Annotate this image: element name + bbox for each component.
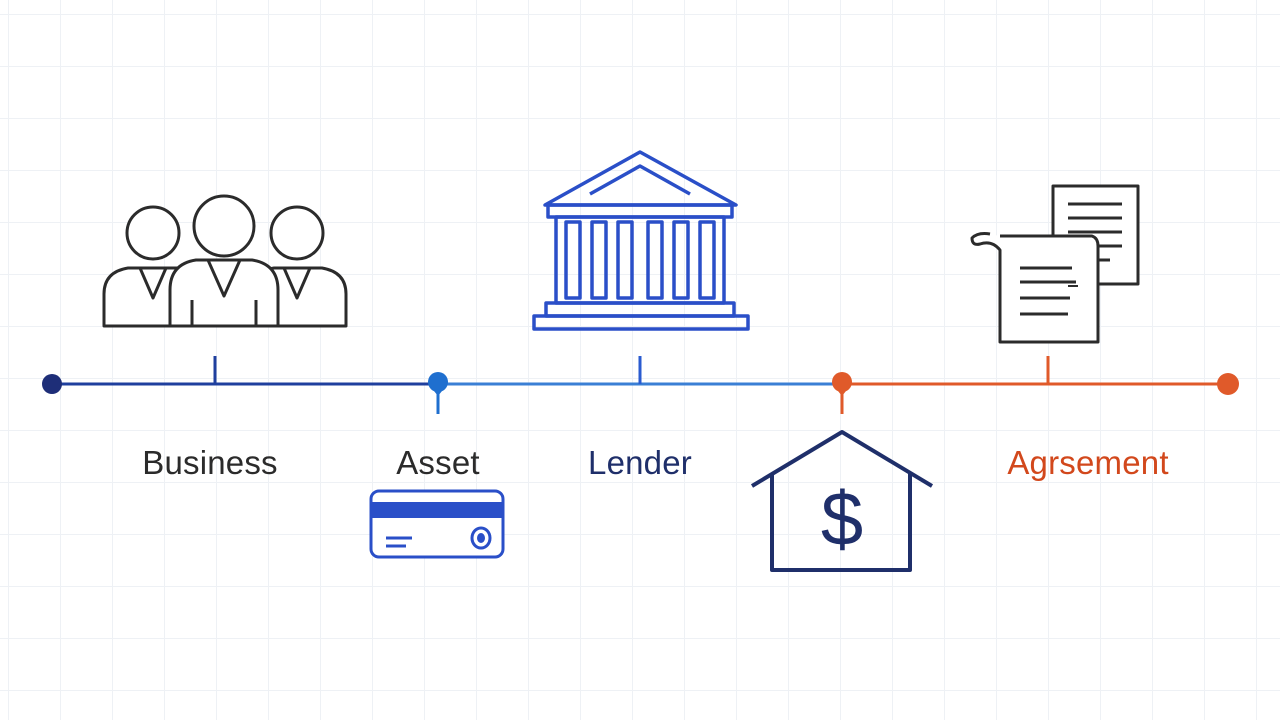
bank-building-icon	[532, 150, 750, 331]
timeline-pin-house	[832, 372, 852, 414]
documents-icon	[970, 184, 1140, 344]
timeline-end-node	[1217, 373, 1239, 395]
house-dollar-icon: $	[750, 430, 934, 572]
dollar-sign: $	[821, 477, 863, 562]
people-group-icon	[102, 194, 348, 328]
stage-label-asset: Asset	[396, 444, 480, 481]
stage-label-business: Business	[142, 444, 278, 481]
timeline-start-node	[42, 374, 62, 394]
timeline-pin-asset	[428, 372, 448, 414]
stage-label-agreement: Agrsement	[1007, 444, 1169, 481]
stage-label-lender: Lender	[588, 444, 692, 481]
credit-card-icon	[369, 489, 505, 559]
